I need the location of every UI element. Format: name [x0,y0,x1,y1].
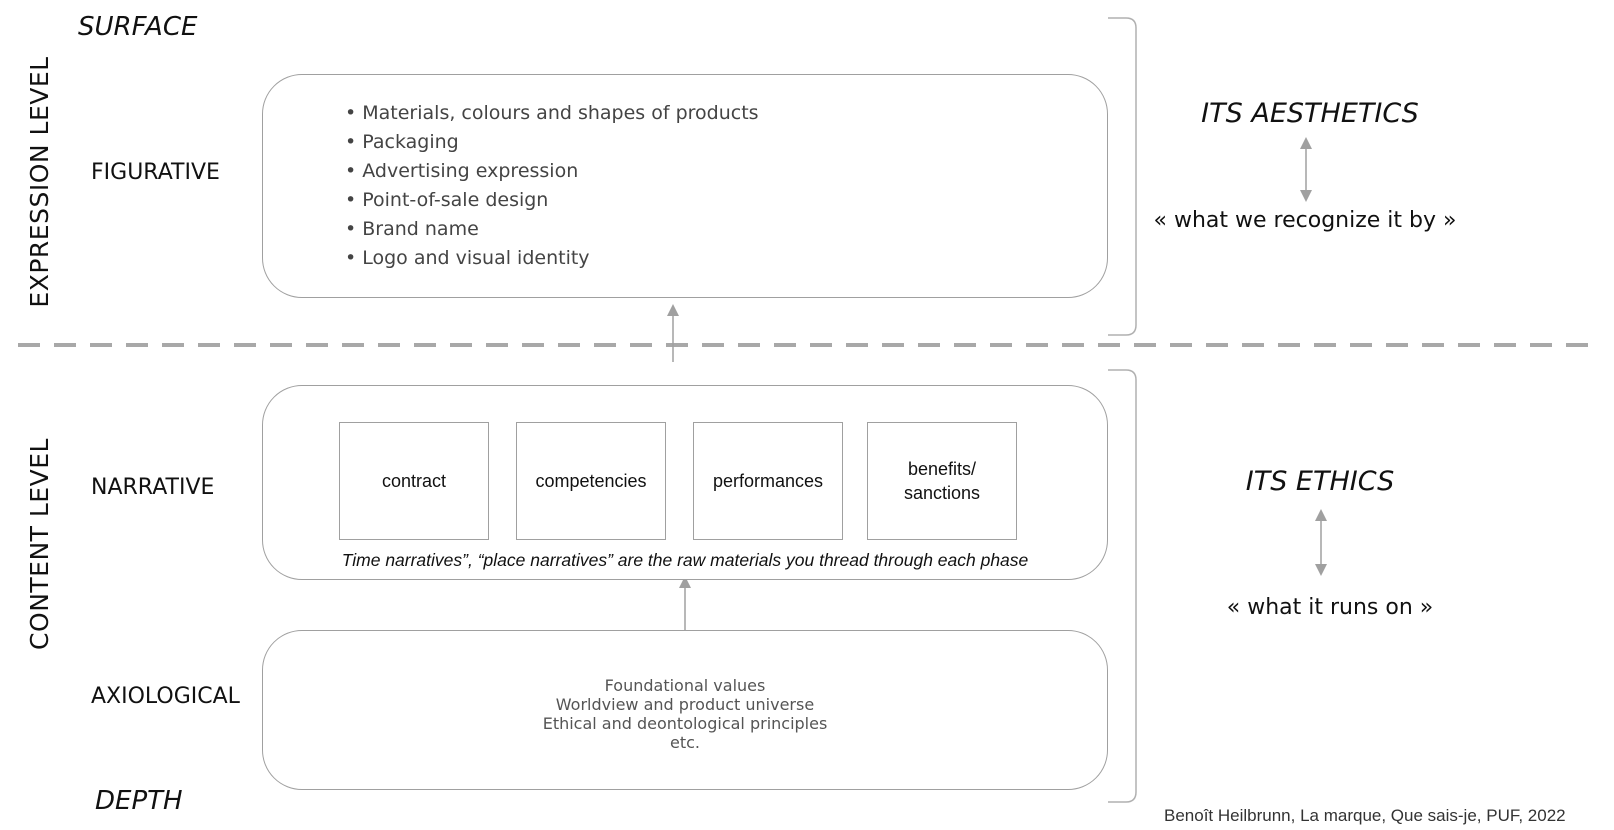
depth-label: DEPTH [95,786,183,816]
narrative-note: Time narratives”, “place narratives” are… [341,550,1029,570]
axiological-item: etc. [670,733,700,752]
aesthetics-title: ITS AESTHETICS [1201,98,1419,129]
phase-benefits-sanctions-label: benefits/ sanctions [903,459,981,503]
expression-bracket [1108,17,1137,336]
figurative-item: Advertising expression [345,157,759,186]
content-bracket [1108,369,1137,803]
phase-performances: performances [693,422,843,540]
figurative-item: Brand name [345,215,759,244]
axiological-label: AXIOLOGICAL [91,684,240,709]
figurative-list: Materials, colours and shapes of product… [345,99,759,273]
ethics-quote: « what it runs on » [1226,595,1434,620]
figurative-item: Packaging [345,128,759,157]
figurative-item: Materials, colours and shapes of product… [345,99,758,128]
axiological-item: Foundational values [604,676,766,695]
figurative-box: Materials, colours and shapes of product… [262,74,1108,298]
narrative-box: contract competencies performances benef… [262,385,1108,580]
surface-label: SURFACE [78,12,198,42]
phase-contract: contract [339,422,489,540]
figurative-item: Logo and visual identity [345,244,759,273]
phase-benefits-sanctions: benefits/ sanctions [867,422,1017,540]
figurative-label: FIGURATIVE [91,160,220,185]
narrative-label: NARRATIVE [91,475,215,500]
phase-competencies: competencies [516,422,666,540]
axiological-text: Foundational values Worldview and produc… [263,676,1107,752]
aesthetics-quote: « what we recognize it by » [1153,208,1457,233]
axiological-item: Ethical and deontological principles [542,714,828,733]
axiological-item: Worldview and product universe [555,695,815,714]
axiological-box: Foundational values Worldview and produc… [262,630,1108,790]
content-level-label: CONTENT LEVEL [25,438,54,650]
figurative-item: Point-of-sale design [345,186,759,215]
source-credit: Benoît Heilbrunn, La marque, Que sais-je… [1164,806,1566,825]
ethics-title: ITS ETHICS [1245,466,1395,497]
expression-level-label: EXPRESSION LEVEL [25,56,54,308]
